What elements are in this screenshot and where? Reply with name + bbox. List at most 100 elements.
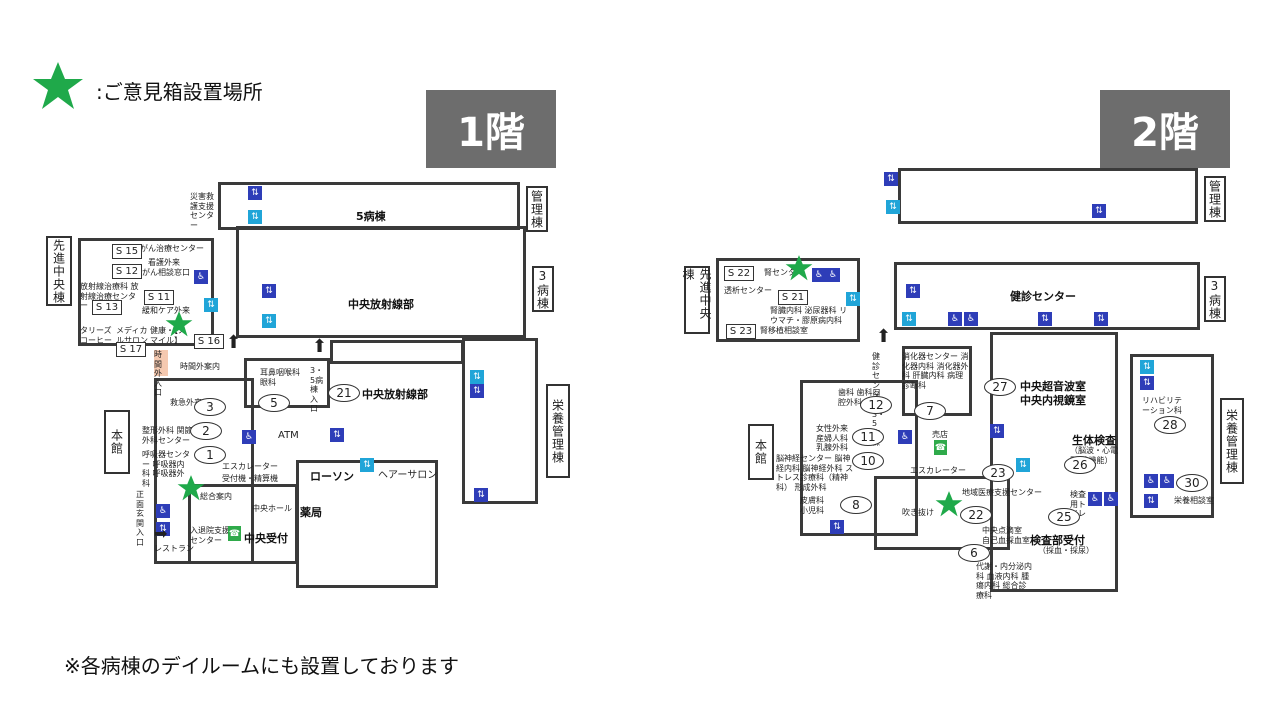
f2-elevator5-icon: ⇅ xyxy=(1140,360,1154,374)
f1-stairs4-icon: ⇅ xyxy=(474,488,488,502)
f2-num-10: 10 xyxy=(852,452,884,470)
f2-stairs9-icon: ⇅ xyxy=(1144,494,1158,508)
f2-elevator2-icon: ⇅ xyxy=(902,312,916,326)
f2-stairs8-icon: ⇅ xyxy=(1140,376,1154,390)
f1-hair-label: ヘアーサロン xyxy=(378,470,438,481)
f2-chouonpa-label: 中央超音波室 xyxy=(1020,380,1086,393)
f2-num-22: 22 xyxy=(960,506,992,524)
floor2-badge: 2階 xyxy=(1100,90,1230,168)
f2-main-left xyxy=(800,380,918,536)
f1-num-2: 2 xyxy=(190,422,222,440)
f2-wc4-icon: ♿ xyxy=(1144,474,1158,488)
f1-radiology-bottom xyxy=(330,340,464,364)
f1-kyukyu-label: 救急外来 xyxy=(170,398,202,407)
f2-stairs-icon: ⇅ xyxy=(884,172,898,186)
f1-sbox-s16: S 16 xyxy=(194,334,224,349)
f1-num-5: 5 xyxy=(258,394,290,412)
f1-label-senshin: 先進中央棟 xyxy=(46,236,72,306)
f1-tullys-label: タリーズコーヒー xyxy=(80,326,112,345)
f2-num-25: 25 xyxy=(1048,508,1080,526)
f1-arrow-up-icon: ⬆ xyxy=(226,332,242,353)
f1-stairs3-icon: ⇅ xyxy=(470,384,484,398)
f2-num-7: 7 xyxy=(914,402,946,420)
f2-wc-icon: ♿ xyxy=(948,312,962,326)
f2-shika-label: 歯科 歯科口腔外科 xyxy=(838,388,881,407)
f1-chuo-uketsuke-label: 中央受付 xyxy=(244,532,288,545)
f2-toilet3-icon: ♿ xyxy=(898,430,912,444)
f2-phone-icon: ☎ xyxy=(934,440,947,455)
f1-elevator6-icon: ⇅ xyxy=(470,370,484,384)
f2-stairs4-icon: ⇅ xyxy=(1038,312,1052,326)
f2-label-eiyo: 栄養管理棟 xyxy=(1220,398,1244,484)
f2-toilet4-icon: ♿ xyxy=(1104,492,1118,506)
f1-radiology-block xyxy=(236,226,526,338)
f2-label-byoto3: 3病棟 xyxy=(1204,276,1226,322)
floor2-map: 先進中央棟 本館 管理棟 3病棟 栄養管理棟 健診センター 中央超音波室 中央内… xyxy=(640,0,1280,720)
f1-arrow-up2-icon: ⬆ xyxy=(312,336,328,357)
f2-num-23: 23 xyxy=(982,464,1014,482)
f2-elevator3-icon: ⇅ xyxy=(846,292,860,306)
f2-fukinuke-block xyxy=(874,476,1010,550)
f1-sbox-s15: S 15 xyxy=(112,244,142,259)
f1-kokyuki-label: 呼吸器センター 呼吸器内科 呼吸器外科 xyxy=(142,450,190,488)
f2-sbox-s23: S 23 xyxy=(726,324,756,339)
f1-medical-label: メディカルサロン xyxy=(116,326,148,345)
f1-housha-bottom-label: 中央放射線部 xyxy=(362,388,428,401)
f2-shoukaki-label: 消化器センター 消化器内科 消化器外科 肝臓内科 病理診断科 xyxy=(902,352,969,390)
floor1-badge: 1階 xyxy=(426,90,556,168)
f1-wc-icon: ♿ xyxy=(242,430,256,444)
f1-sogo-annai-label: 総合案内 xyxy=(200,492,232,501)
f2-nou-label: 脳神経センター 脳神経内科 脳神経外科 ストレス診療科（精神科） 形成外科 xyxy=(776,454,854,492)
f2-center-block xyxy=(990,332,1118,592)
f2-hifu-label: 皮膚科 小児科 xyxy=(800,496,824,515)
f2-star-icon-bottom xyxy=(934,490,964,518)
f2-arrow-up-icon: ⬆ xyxy=(876,326,892,347)
f2-num-28: 28 xyxy=(1154,416,1186,434)
f2-stairs2-icon: ⇅ xyxy=(1092,204,1106,218)
f2-wc3-icon: ♿ xyxy=(1088,492,1102,506)
f2-num-26: 26 xyxy=(1064,456,1096,474)
f1-kenko-label: 健康・【スマイル】 xyxy=(150,326,186,345)
f2-seitai-label: 生体検査 xyxy=(1072,434,1116,447)
f1-hall-block xyxy=(188,484,298,564)
f1-sbox-s11: S 11 xyxy=(144,290,174,305)
f2-kenshin-block xyxy=(894,262,1200,330)
f2-num-8: 8 xyxy=(840,496,872,514)
f1-jikan-gai-label: 時間外案内 xyxy=(180,362,220,371)
f2-jinsodan-label: 腎移植相談室 xyxy=(760,326,808,335)
f2-elevator-icon: ⇅ xyxy=(886,200,900,214)
legend-star-icon xyxy=(30,60,86,112)
f2-sbox-s21: S 21 xyxy=(778,290,808,305)
f2-toilet5-icon: ♿ xyxy=(1160,474,1174,488)
f2-stairs6-icon: ⇅ xyxy=(990,424,1004,438)
f1-star-icon-top xyxy=(164,310,194,338)
f1-nyuin-label: 入退院支援センター xyxy=(190,526,230,545)
f2-num-6: 6 xyxy=(958,544,990,562)
f1-elevator3-icon: ⇅ xyxy=(262,314,276,328)
footer-note: ※各病棟のデイルームにも設置しております xyxy=(64,654,459,678)
f1-shomen-label: 正面玄関入口 xyxy=(136,490,144,547)
f1-elevator5-icon: ⇅ xyxy=(360,458,374,472)
f1-label-byoto3: 3病棟 xyxy=(532,266,554,312)
f2-num-12: 12 xyxy=(860,396,892,414)
f2-num-30: 30 xyxy=(1176,474,1208,492)
f1-stairs-icon: ⇅ xyxy=(262,284,276,298)
f1-seikei-label: 整形外科 関節外科センター xyxy=(142,426,193,445)
f1-senshin-block xyxy=(78,238,214,346)
f1-saigai-label: 災害救護支援センター xyxy=(190,192,214,230)
f1-sbox-s17: S 17 xyxy=(116,342,146,357)
f1-tsuuro-label: 3・5病棟入口 xyxy=(310,366,324,414)
f1-label-kanri: 管理棟 xyxy=(526,186,548,232)
f2-eiyo-sodan-label: 栄養相談室 xyxy=(1174,496,1214,505)
f2-baiten-label: 売店 xyxy=(932,430,948,439)
f1-housha-chiryo-label: 放射線治療科 放射線治療センター xyxy=(80,282,139,311)
f2-kenshin-label: 健診センター xyxy=(1010,290,1076,303)
f1-housha-top-label: 中央放射線部 xyxy=(348,298,414,311)
f1-stairs2-icon: ⇅ xyxy=(330,428,344,442)
f1-lawson-label: ローソン xyxy=(310,470,354,483)
f2-label-senshin: 先進中央棟 xyxy=(681,266,712,334)
f2-num-27: 27 xyxy=(984,378,1016,396)
f2-rehab-block xyxy=(1130,354,1214,518)
f1-escalator-label: エスカレーター xyxy=(222,462,278,471)
f1-eiyo-block xyxy=(462,338,538,504)
